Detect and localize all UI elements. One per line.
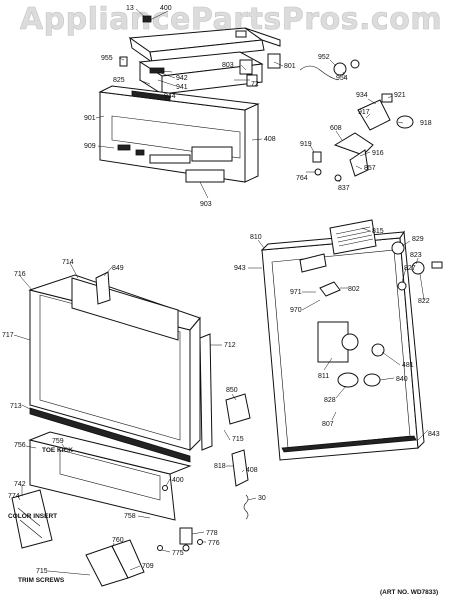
callout-850: 850: [226, 387, 238, 394]
callout-917: 917: [358, 109, 370, 116]
caption-toe-kick: TOE KICK: [42, 447, 73, 454]
callout-717: 717: [2, 332, 14, 339]
callout-760: 760: [112, 537, 124, 544]
callout-840: 840: [396, 376, 408, 383]
wire-harness-motor: [299, 59, 360, 81]
callout-481: 481: [402, 362, 414, 369]
control-panel-top-cover: [128, 15, 281, 64]
callout-909: 909: [84, 143, 96, 150]
callout-954: 954: [336, 75, 348, 82]
control-panel-housing: [138, 51, 281, 95]
callout-400b: 400: [172, 477, 184, 484]
door-handle-latch: [299, 253, 327, 273]
cover-clip: [119, 56, 128, 67]
callout-labels: 13 400 955 825 942 941 944 803 801 72 90…: [2, 5, 440, 584]
callout-815: 815: [372, 228, 384, 235]
callout-916: 916: [372, 150, 384, 157]
callout-714: 714: [62, 259, 74, 266]
callout-764: 764: [296, 175, 308, 182]
callout-829: 829: [412, 236, 424, 243]
callout-802: 802: [348, 286, 360, 293]
vent-assembly: [329, 219, 377, 255]
callout-837: 837: [338, 185, 350, 192]
door-latch-assembly: [312, 93, 414, 182]
caption-color-insert: COLOR INSERT: [8, 513, 57, 520]
callout-30: 30: [258, 495, 266, 502]
callout-952: 952: [318, 54, 330, 61]
callout-822: 822: [418, 298, 430, 305]
callout-955: 955: [101, 55, 113, 62]
callout-934: 934: [356, 92, 368, 99]
callout-971: 971: [290, 289, 302, 296]
vent-fan-parts: [391, 241, 443, 291]
caption-trim-screws: TRIM SCREWS: [18, 577, 65, 584]
callout-758: 758: [124, 513, 136, 520]
callout-742: 742: [14, 481, 26, 488]
callout-759: 759: [52, 438, 64, 445]
trim-bracket: [85, 539, 145, 587]
detergent-dispenser: [317, 321, 385, 363]
hinge-arm: [231, 449, 249, 487]
callout-716: 716: [14, 271, 26, 278]
dispenser-lever: [319, 281, 341, 297]
callout-918: 918: [420, 120, 432, 127]
callout-901: 901: [84, 115, 96, 122]
toe-kick-hardware: [157, 485, 203, 552]
callout-72: 72: [251, 81, 259, 88]
callout-775: 775: [172, 550, 184, 557]
callout-778: 778: [206, 530, 218, 537]
callout-811: 811: [318, 373, 329, 380]
callout-828: 828: [324, 397, 336, 404]
callout-857: 857: [364, 165, 376, 172]
callout-818: 818: [214, 463, 226, 470]
toe-kick-panel: [28, 431, 192, 521]
callout-774: 774: [8, 493, 20, 500]
leader-lines: [13, 8, 429, 576]
callout-13: 13: [126, 5, 134, 12]
callout-970: 970: [290, 307, 302, 314]
callout-919: 919: [300, 141, 312, 148]
console-panel: [98, 85, 260, 183]
callout-943: 943: [234, 265, 246, 272]
bottom-gasket-strip: [29, 407, 191, 463]
callout-942: 942: [176, 75, 188, 82]
callout-715: 715: [232, 436, 244, 443]
callout-825: 825: [113, 77, 125, 84]
callout-776: 776: [208, 540, 220, 547]
callout-400: 400: [160, 5, 172, 12]
callout-823: 823: [410, 252, 422, 259]
callout-756: 756: [14, 442, 26, 449]
door-gasket-bottom: [281, 435, 417, 453]
callout-408: 408: [264, 136, 276, 143]
callout-944: 944: [164, 93, 176, 100]
callout-903: 903: [200, 201, 212, 208]
callout-810: 810: [250, 234, 262, 241]
callout-713: 713: [10, 403, 22, 410]
rinse-aid-dispenser: [337, 372, 381, 388]
callout-801: 801: [284, 63, 296, 70]
callout-941: 941: [176, 84, 188, 91]
callout-608: 608: [330, 125, 342, 132]
callout-712: 712: [224, 342, 236, 349]
callout-715b: 715: [36, 568, 48, 575]
callout-709: 709: [142, 563, 154, 570]
side-trim-strip: [199, 333, 213, 451]
callout-921: 921: [394, 92, 406, 99]
callout-827: 827: [404, 265, 416, 272]
access-panel-small: [225, 393, 251, 425]
color-insert-panel: [11, 489, 53, 549]
callout-408b: 408: [246, 467, 258, 474]
callout-807: 807: [322, 421, 334, 428]
callout-849: 849: [112, 265, 124, 272]
callout-843: 843: [428, 431, 440, 438]
art-number: (ART NO. WD7833): [380, 589, 438, 596]
door-spring: [243, 494, 249, 520]
hinge-bracket: [95, 271, 111, 305]
callout-803: 803: [222, 62, 234, 69]
